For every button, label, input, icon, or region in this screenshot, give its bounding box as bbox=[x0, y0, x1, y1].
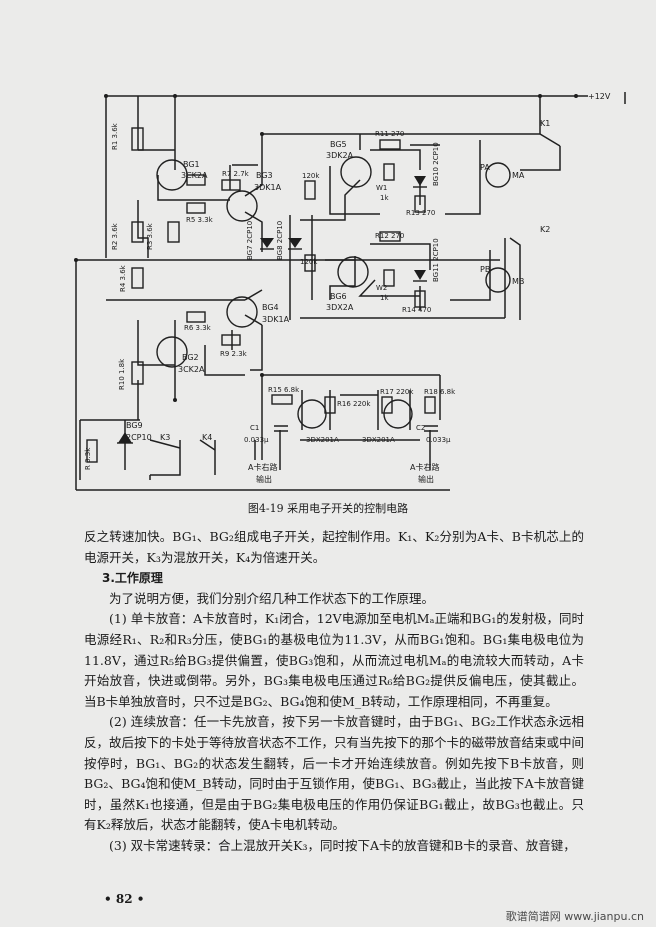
ma-label: MA bbox=[512, 171, 525, 180]
w1-value: 1k bbox=[380, 194, 389, 202]
w2-value: 1k bbox=[380, 294, 389, 302]
section-heading: 3.工作原理 bbox=[102, 571, 163, 586]
r9-label: R9 2.3k bbox=[220, 350, 248, 358]
r10-label: R10 1.8k bbox=[118, 358, 126, 390]
diode-bg11-label: BG11 2CP10 bbox=[432, 238, 440, 282]
out-b-label: A卡右路 bbox=[410, 462, 439, 472]
diode-bg8-label: BG8 2CP10 bbox=[276, 221, 284, 260]
r3-label: R3 3.6k bbox=[146, 222, 154, 250]
r14-label: R14 470 bbox=[402, 306, 431, 314]
rb3-label: 120k bbox=[300, 258, 318, 266]
bg4-type: 3DK1A bbox=[262, 315, 290, 324]
paragraph-intro: 反之转速加快。BG₁、BG₂组成电子开关，起控制作用。K₁、K₂分别为A卡、B卡… bbox=[84, 529, 584, 565]
bg7-type: 3DX201A bbox=[306, 436, 339, 444]
bg5-name: BG5 bbox=[330, 140, 347, 149]
r16-label: R16 220k bbox=[337, 400, 371, 408]
r12-label: R12 270 bbox=[375, 232, 404, 240]
supply-label: +12V bbox=[588, 92, 611, 101]
out-a-label: A卡右路 bbox=[248, 462, 277, 472]
circuit-wires bbox=[75, 92, 626, 491]
bg6-type: 3DX2A bbox=[326, 303, 354, 312]
r4-label: R4 3.6k bbox=[119, 264, 127, 292]
r2-label: R2 3.6k bbox=[111, 222, 119, 250]
body-text: 反之转速加快。BG₁、BG₂组成电子开关，起控制作用。K₁、K₂分别为A卡、B卡… bbox=[84, 527, 584, 857]
bg9-type: 2CP10 bbox=[126, 433, 152, 442]
bg6-name: BG6 bbox=[330, 292, 347, 301]
pb-label: PB bbox=[480, 265, 490, 274]
bg2-type: 3CK2A bbox=[178, 365, 205, 374]
page-number: • 82 • bbox=[104, 892, 145, 906]
w2-label: W2 bbox=[376, 284, 387, 292]
bg3-type: 3DK1A bbox=[254, 183, 282, 192]
r13-label: R13 270 bbox=[406, 209, 435, 217]
k4-label: K4 bbox=[202, 433, 212, 442]
r1-label: R1 3.6k bbox=[111, 122, 119, 150]
bg8-type: 3DX201A bbox=[362, 436, 395, 444]
rb-label: R 3.3k bbox=[84, 447, 92, 470]
rb2-label: 120k bbox=[302, 172, 320, 180]
bg3-name: BG3 bbox=[256, 171, 273, 180]
bg1-name: BG1 bbox=[183, 160, 200, 169]
diode-bg10-label: BG10 2CP10 bbox=[432, 142, 440, 186]
pa-label: PA bbox=[480, 163, 490, 172]
r15-label: R15 6.8k bbox=[268, 386, 300, 394]
paragraph-continuous-play: (2) 连续放音：任一卡先放音，按下另一卡放音键时，由于BG₁、BG₂工作状态永… bbox=[84, 714, 585, 833]
figure-caption: 图4-19 采用电子开关的控制电路 bbox=[247, 502, 409, 515]
out-b-label2: 输出 bbox=[418, 474, 434, 484]
k2-label: K2 bbox=[540, 225, 550, 234]
r5-label: R5 3.3k bbox=[186, 216, 214, 224]
diode-bg7-label: BG7 2CP10 bbox=[246, 221, 254, 260]
paragraph-single-play: (1) 单卡放音：A卡放音时，K₁闭合，12V电源加至电机Mₐ正端和BG₁的发射… bbox=[84, 611, 584, 709]
circuit-diodes bbox=[74, 94, 578, 444]
paragraph-dub: (3) 双卡常速转录：合上混放开关K₃，同时按下A卡的放音键和B卡的录音、放音键… bbox=[109, 837, 576, 853]
out-a-label2: 输出 bbox=[256, 474, 272, 484]
r17-label: R17 220k bbox=[380, 388, 414, 396]
w1-label: W1 bbox=[376, 184, 387, 192]
r11-label: R11 270 bbox=[375, 130, 404, 138]
mb-label: MB bbox=[512, 277, 524, 286]
c2-label: C2 bbox=[416, 424, 425, 432]
circuit-diagram: +12V BG1 3CK2A BG3 3DK1A R7 2.7k R5 3.3k… bbox=[74, 92, 626, 491]
bg4-name: BG4 bbox=[262, 303, 279, 312]
paragraph-lead: 为了说明方便，我们分别介绍几种工作状态下的工作原理。 bbox=[109, 590, 435, 606]
bg1-type: 3CK2A bbox=[181, 171, 208, 180]
k3-label: K3 bbox=[160, 433, 170, 442]
r6-label: R6 3.3k bbox=[184, 324, 212, 332]
k1-label: K1 bbox=[540, 119, 550, 128]
r7-label: R7 2.7k bbox=[222, 170, 250, 178]
c1-value: 0.033µ bbox=[244, 436, 269, 444]
c2-value: 0.033µ bbox=[426, 436, 451, 444]
r18-label: R18 6.8k bbox=[424, 388, 456, 396]
c1-label: C1 bbox=[250, 424, 259, 432]
bg2-name: BG2 bbox=[182, 353, 199, 362]
watermark: 歌谱简谱网 www.jianpu.cn bbox=[505, 910, 644, 923]
circuit-components bbox=[86, 127, 511, 463]
bg9-name: BG9 bbox=[126, 421, 143, 430]
bg5-type: 3DK2A bbox=[326, 151, 354, 160]
